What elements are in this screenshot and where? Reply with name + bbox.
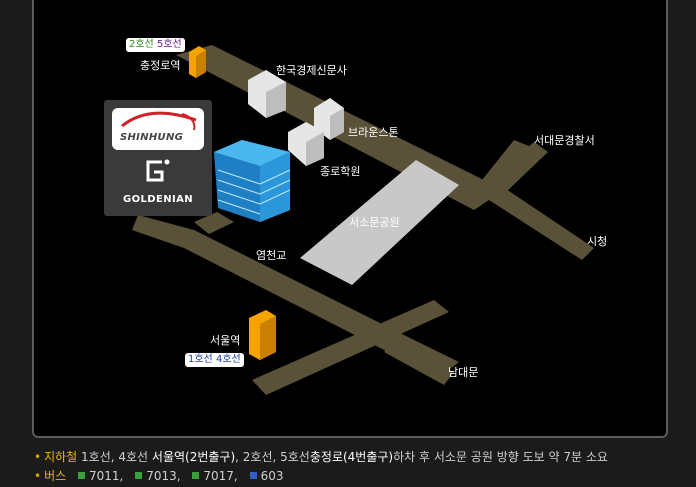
shinhung-swoosh-icon xyxy=(121,111,197,131)
bus-routes: 7011, 7013, 7017, 603 xyxy=(70,469,283,483)
line-5-label: 5호선 xyxy=(156,39,182,50)
subway-info-row: •지하철 1호선, 4호선 서울역(2번출구), 2호선, 5호선충정로(4번출… xyxy=(34,448,608,467)
bus-route-number: 7013, xyxy=(146,469,181,483)
seodaemun-police-label: 서대문경찰서 xyxy=(534,134,595,147)
directions-info: •지하철 1호선, 4호선 서울역(2번출구), 2호선, 5호선충정로(4번출… xyxy=(34,448,608,486)
road-police xyxy=(489,142,548,194)
bus-route-number: 7011, xyxy=(89,469,124,483)
shinhung-logo: SHINHUNG xyxy=(112,108,204,150)
map-illustration xyxy=(132,45,594,395)
building-logo-panel: SHINHUNG GOLDENIAN xyxy=(104,100,212,216)
subway-label: 지하철 xyxy=(44,450,78,464)
bus-route-color-icon xyxy=(249,472,257,479)
subway-text-post: 하차 후 서소문 공원 방향 도보 약 7분 소요 xyxy=(393,450,608,464)
seosomun-park-label: 서소문공원 xyxy=(349,216,400,229)
road-connector xyxy=(194,212,234,234)
seosomun-park xyxy=(300,160,459,285)
map-frame: 2호선 5호선 충정로역 한국경제신문사 브라운스톤 종로학원 서소문공원 서대… xyxy=(32,0,668,438)
chungjeongno-station-label: 충정로역 xyxy=(140,59,181,72)
chungjeongno-lines-badge: 2호선 5호선 xyxy=(126,38,185,52)
subway-highlight-seoul: 서울역(2번출구) xyxy=(151,450,236,464)
road-bottom xyxy=(252,300,449,395)
bus-route-color-icon xyxy=(135,472,143,479)
road-cityhall-ext xyxy=(489,185,594,260)
station-markers xyxy=(189,46,276,360)
bullet-icon: • xyxy=(34,450,42,464)
small-buildings xyxy=(248,70,344,166)
yeomcheongyo-label: 염천교 xyxy=(256,249,287,262)
subway-highlight-chungjeongno: 충정로(4번출구) xyxy=(309,450,394,464)
bus-route-color-icon xyxy=(192,472,200,479)
line-1-label: 1호선 xyxy=(188,354,213,365)
line-4-label: 4호선 xyxy=(215,354,241,365)
bus-label: 버스 xyxy=(44,469,67,483)
brownstone-label: 브라운스톤 xyxy=(348,126,399,139)
road-namdaemun xyxy=(384,340,454,385)
bullet-icon: • xyxy=(34,469,42,483)
bus-info-row: •버스 7011, 7013, 7017, 603 xyxy=(34,467,608,486)
korea-economic-label: 한국경제신문사 xyxy=(276,64,347,77)
blue-tower xyxy=(214,140,291,222)
line-2-label: 2호선 xyxy=(129,39,154,50)
seoul-station-label: 서울역 xyxy=(210,334,241,347)
goldenian-g-icon xyxy=(146,159,170,182)
subway-text-pre: 1호선, 4호선 xyxy=(81,450,152,464)
bus-route-color-icon xyxy=(78,472,85,479)
subway-text-mid: , 2호선, 5호선 xyxy=(235,450,310,464)
bus-route-number: 603 xyxy=(260,469,284,483)
shinhung-brand-text: SHINHUNG xyxy=(120,132,184,143)
seoul-lines-badge: 1호선 4호선 xyxy=(185,353,244,367)
jongro-academy-label: 종로학원 xyxy=(320,165,361,178)
bus-route-number: 7017, xyxy=(203,469,238,483)
city-hall-label: 시청 xyxy=(587,235,608,248)
goldenian-brand-text: GOLDENIAN xyxy=(122,194,193,205)
namdaemun-label: 남대문 xyxy=(448,366,479,379)
